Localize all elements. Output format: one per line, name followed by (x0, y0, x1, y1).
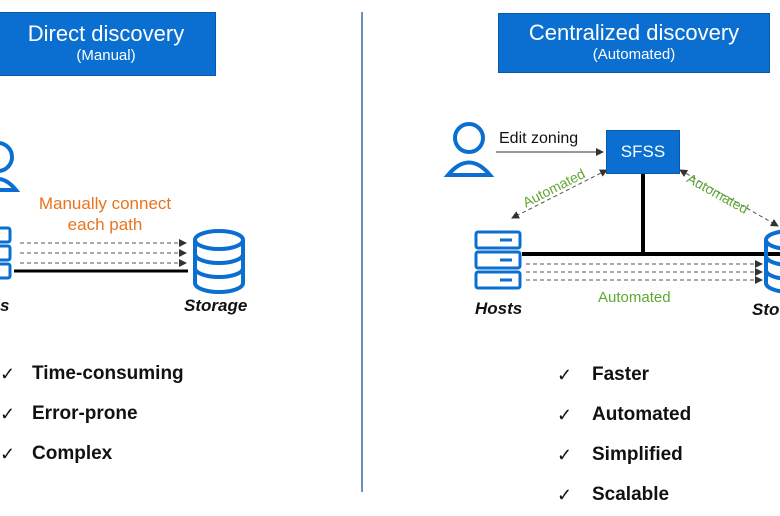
left-check-2: ✓ (0, 404, 16, 424)
right-item-3: Simplified (592, 444, 683, 465)
right-item-1: Faster (592, 364, 650, 385)
right-item-4: Scalable (592, 484, 670, 505)
left-item-1: Time-consuming (32, 363, 184, 384)
sfss-box: SFSS (606, 130, 680, 174)
left-check-3: ✓ (0, 444, 16, 464)
right-hosts-icon (474, 230, 522, 290)
automated-bottom-label: Automated (598, 289, 671, 306)
left-person-icon (0, 141, 21, 192)
manual-connect-label: Manually connect each path (30, 193, 180, 235)
right-storage-label: Sto (752, 300, 780, 319)
left-subtitle: (Manual) (76, 47, 136, 64)
right-hosts-label: Hosts (475, 299, 523, 318)
edit-zoning-label: Edit zoning (499, 130, 579, 147)
right-dashed-paths (526, 260, 763, 284)
left-storage-icon (193, 229, 245, 294)
automated-diagonals (511, 169, 779, 227)
right-item-2: Automated (592, 404, 692, 425)
manual-connect-line1: Manually connect (38, 194, 172, 213)
left-title: Direct discovery (27, 21, 185, 46)
left-hosts-label: s (0, 296, 10, 315)
right-check-3: ✓ (557, 445, 573, 465)
left-storage-label: Storage (184, 296, 248, 315)
left-item-3: Complex (32, 443, 113, 464)
right-title-box: Centralized discovery (Automated) (498, 13, 770, 73)
right-check-4: ✓ (557, 485, 573, 505)
right-check-2: ✓ (557, 405, 573, 425)
left-item-2: Error-prone (32, 403, 138, 424)
left-dashed-paths (20, 239, 187, 267)
left-check-1: ✓ (0, 364, 16, 384)
right-person-icon (443, 122, 495, 177)
right-check-1: ✓ (557, 365, 573, 385)
right-subtitle: (Automated) (592, 46, 676, 63)
right-storage-icon (764, 229, 780, 294)
manual-connect-line2: each path (67, 215, 143, 234)
right-title: Centralized discovery (528, 20, 740, 45)
left-title-box: Direct discovery (Manual) (0, 12, 216, 76)
left-hosts-icon (0, 226, 12, 280)
